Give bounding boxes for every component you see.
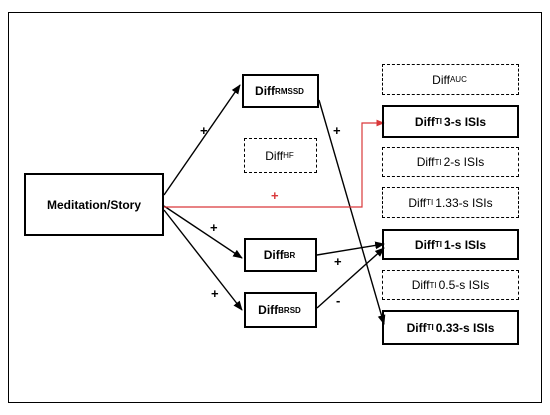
- node-diff-rmssd-sub: RMSSD: [275, 86, 304, 96]
- node-diff-ti-2s-sub: TI: [434, 157, 442, 167]
- node-diff-ti-3s-base: Diff: [414, 114, 435, 129]
- sign-meditation-rmssd: +: [200, 123, 208, 138]
- node-diff-brsd-base: Diff: [258, 303, 279, 317]
- node-diff-auc-sub: AUC: [449, 75, 467, 84]
- sign-br-ti1: +: [334, 254, 342, 269]
- node-diff-ti-1-33s-sub: TI: [426, 198, 434, 207]
- node-diff-brsd-sub: BRSD: [278, 305, 301, 315]
- node-diff-ti-1s-base: Diff: [414, 237, 435, 252]
- node-diff-ti-0-5s-base: Diff: [411, 278, 430, 292]
- node-diff-hf-base: Diff: [265, 148, 284, 163]
- node-diff-ti-1s-sub: TI: [434, 240, 443, 249]
- node-diff-auc-base: Diff: [432, 72, 450, 87]
- sign-meditation-brsd: +: [211, 286, 219, 301]
- sign-rmssd-ti033: +: [333, 123, 341, 138]
- sign-meditation-ti3: +: [271, 188, 279, 203]
- figure-frame: [8, 12, 542, 403]
- node-diff-ti-2s-suffix: 2-s ISIs: [443, 155, 485, 169]
- node-diff-ti-3s-sub: TI: [434, 117, 443, 126]
- node-diff-hf-sub: HF: [283, 151, 294, 160]
- sign-meditation-br: +: [210, 220, 218, 235]
- sign-brsd-ti1: -: [336, 293, 341, 308]
- node-meditation-story: Meditation/Story: [24, 173, 164, 236]
- node-diff-ti-2s-base: Diff: [416, 155, 435, 169]
- node-diff-ti-1-33s-base: Diff: [408, 195, 427, 210]
- node-diff-ti-0-33s-suffix: 0.33-s ISIs: [435, 320, 495, 335]
- node-diff-br-sub: BR: [283, 250, 296, 260]
- node-diff-br-base: Diff: [263, 248, 284, 262]
- node-diff-ti-0-5s-sub: TI: [429, 280, 437, 290]
- node-diff-ti-0-33s-base: Diff: [406, 320, 427, 335]
- node-diff-ti-1-33s-suffix: 1.33-s ISIs: [435, 195, 493, 210]
- node-diff-ti-3s-suffix: 3-s ISIs: [444, 114, 487, 129]
- node-diff-ti-0-33s-sub: TI: [426, 323, 434, 332]
- node-meditation-story-label: Meditation/Story: [46, 197, 141, 212]
- node-diff-rmssd-base: Diff: [255, 84, 276, 98]
- node-diff-ti-1s-suffix: 1-s ISIs: [444, 237, 487, 252]
- node-diff-ti-0-5s-suffix: 0.5-s ISIs: [438, 278, 490, 292]
